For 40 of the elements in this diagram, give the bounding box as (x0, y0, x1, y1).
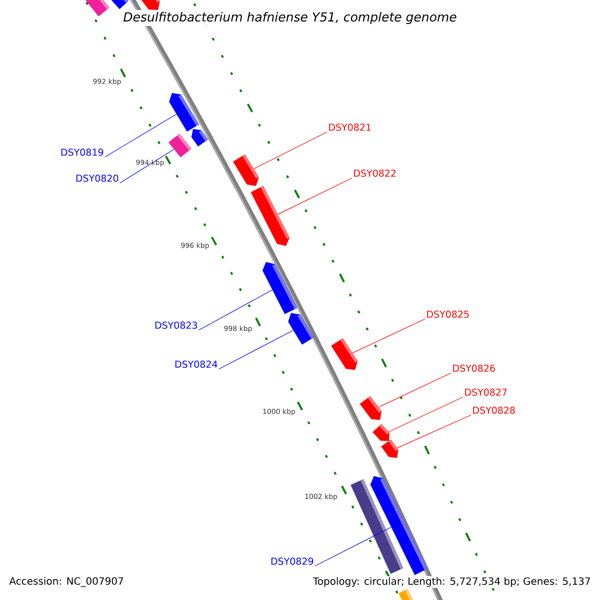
title: Desulfitobacterium hafniense Y51, complete genome (121, 10, 459, 26)
gene-label: DSY0827 (465, 388, 507, 396)
gene-label: DSY0828 (473, 406, 515, 414)
gene-block (370, 476, 428, 576)
leader-line (352, 318, 426, 354)
gene-label: DSY0826 (453, 364, 495, 372)
gene-label: DSY0823 (155, 322, 198, 329)
gene-label: DSY0820 (76, 174, 118, 182)
gene-block (169, 93, 199, 132)
leader-line (120, 149, 174, 184)
gene-block (381, 439, 398, 458)
gene-block (331, 338, 358, 370)
gene-label: DSY0824 (175, 360, 218, 368)
gene-box (168, 134, 192, 158)
leader-line (388, 396, 464, 432)
gene-box (398, 588, 414, 600)
gene-label: DSY0829 (271, 558, 314, 565)
gene-label: DSY0822 (354, 170, 396, 177)
leader-line (378, 372, 452, 408)
leader-line (104, 114, 177, 158)
leader-line (278, 178, 352, 215)
gene-block (372, 424, 390, 441)
gene-label: DSY0819 (61, 148, 104, 156)
gene-block (250, 186, 290, 246)
leader-line (198, 290, 272, 330)
accession-text: Accession: NC_007907 (9, 577, 124, 587)
gene-block (288, 313, 314, 345)
gene-block (262, 262, 298, 314)
gene-label: DSY0821 (329, 124, 371, 131)
leader-line (254, 132, 328, 170)
genome-info-text: Topology: circular; Length: 5,727,534 bp; Genes: 5,137 (312, 576, 592, 588)
gene-label: DSY0825 (427, 310, 469, 318)
gene-block (233, 154, 259, 186)
gene-block (360, 396, 382, 420)
gene-block (112, 0, 128, 10)
leader-line (218, 330, 294, 370)
gene-block (191, 129, 208, 146)
leader-line (397, 414, 472, 448)
leader-line (314, 526, 392, 566)
gene-box (82, 0, 110, 16)
